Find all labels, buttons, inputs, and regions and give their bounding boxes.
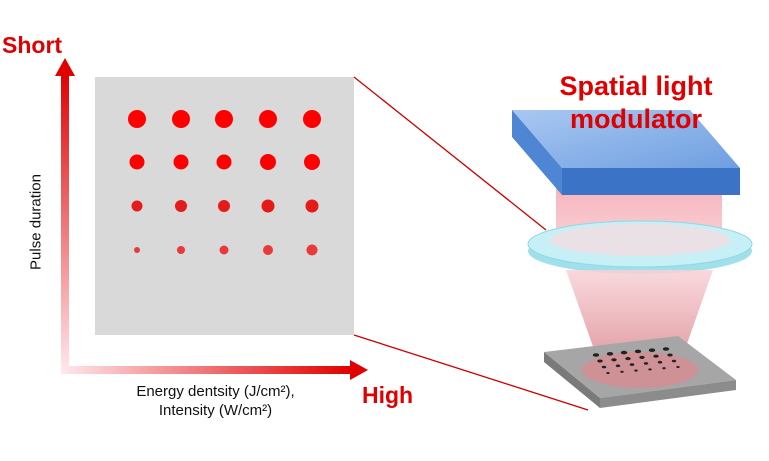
sample-plate <box>544 336 736 408</box>
plate-dot <box>625 357 631 361</box>
x-axis-label-line2: Intensity (W/cm²) <box>158 402 273 419</box>
plate-dot <box>667 353 673 357</box>
lens <box>527 220 753 274</box>
plate-dot <box>634 349 642 354</box>
grid-dot <box>175 200 187 212</box>
connector-line-top <box>353 76 547 231</box>
plate-dot <box>606 352 614 356</box>
grid-dot <box>219 245 229 255</box>
x-axis-label-line1: Energy dentsity (J/cm²), <box>136 383 295 400</box>
grid-dot <box>304 154 320 170</box>
grid-dot <box>128 110 146 128</box>
plate-dot <box>671 359 677 363</box>
plate-dot-pattern <box>592 347 680 375</box>
grid-dot <box>263 245 273 255</box>
plate-dot <box>601 365 607 369</box>
connector-line-bottom <box>353 334 589 411</box>
y-axis-label: Pulse duration <box>27 174 45 270</box>
spatial-light-modulator <box>512 110 740 195</box>
plate-dot <box>634 369 638 372</box>
plate-dot <box>620 370 624 373</box>
plate-dot <box>615 364 621 368</box>
plate-dot <box>657 360 663 364</box>
plate-dot <box>662 347 670 351</box>
plate-dot <box>676 365 680 369</box>
x-axis-arrow <box>61 360 368 380</box>
plate-dot <box>606 371 610 375</box>
slm-title-line1: Spatial light <box>559 71 713 101</box>
plate-dot <box>662 367 666 370</box>
grid-dot <box>303 110 321 128</box>
y-axis-arrow <box>55 58 75 372</box>
slm-title: Spatial light modulator <box>520 70 752 136</box>
plate-dot <box>648 368 652 371</box>
plate-dot <box>639 355 645 359</box>
grid-dot <box>129 154 145 170</box>
grid-dot <box>305 199 319 213</box>
grid-dot <box>216 154 232 170</box>
plate-dot <box>648 348 656 353</box>
x-axis-label: Energy dentsity (J/cm²), Intensity (W/cm… <box>108 382 323 420</box>
grid-dot <box>259 110 277 128</box>
grid-dot <box>260 154 276 170</box>
grid-dot <box>261 199 275 213</box>
grid-dot <box>131 200 143 212</box>
short-label: Short <box>2 32 63 58</box>
grid-dot <box>177 246 185 254</box>
plate-dot <box>629 363 635 366</box>
grid-dot <box>215 110 233 128</box>
plate-dot <box>643 362 649 365</box>
grid-dot <box>218 200 230 212</box>
plate-dot <box>597 359 603 363</box>
slm-title-line2: modulator <box>570 104 702 134</box>
grid-dot <box>173 154 189 170</box>
grid-dot <box>172 110 190 128</box>
plate-dot <box>611 358 617 362</box>
plate-dot <box>620 350 628 355</box>
dot-grid <box>128 110 321 256</box>
high-label: High <box>362 382 414 408</box>
plate-dot <box>592 353 600 357</box>
grid-dot <box>306 244 318 256</box>
grid-dot <box>134 247 140 253</box>
plate-dot <box>653 354 659 358</box>
